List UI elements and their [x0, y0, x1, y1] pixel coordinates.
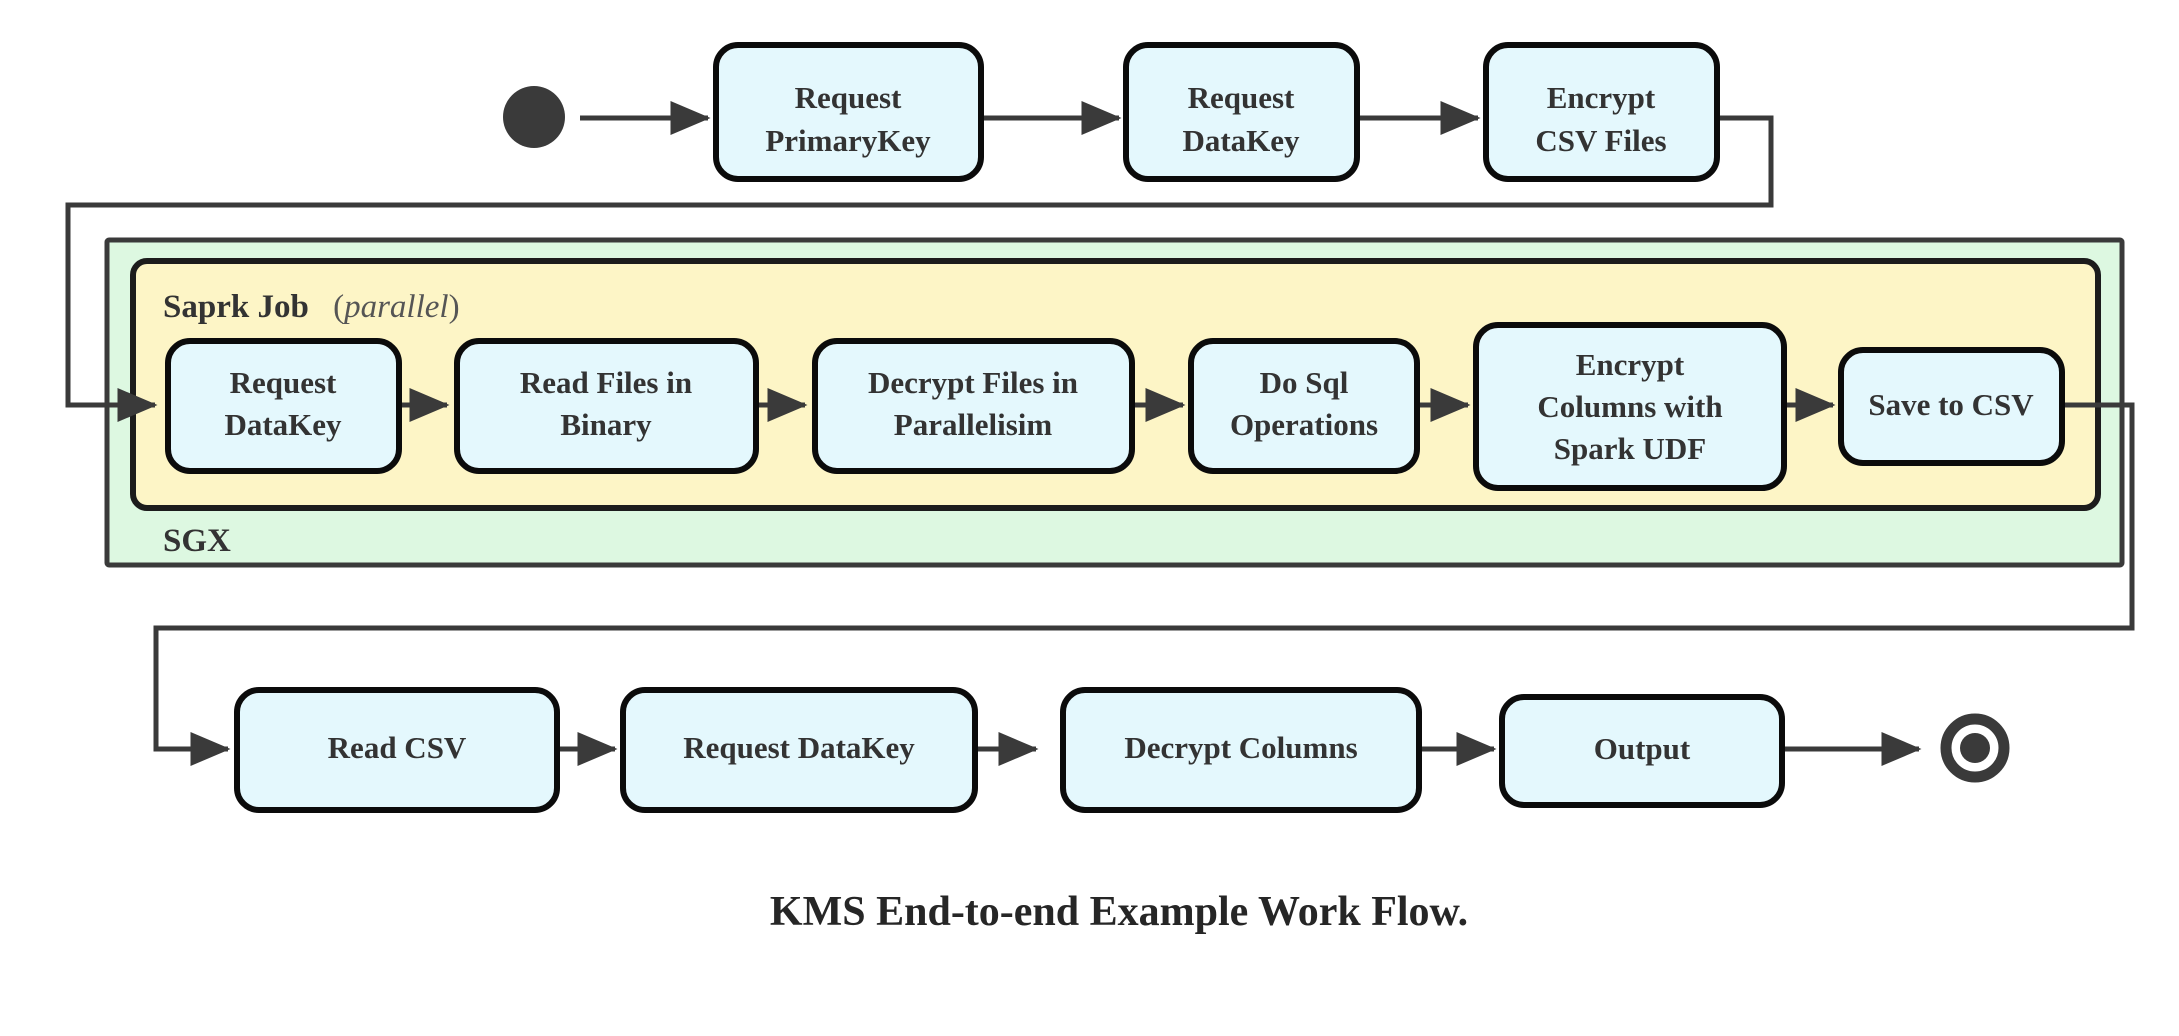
node-request-datakey-top-shape[interactable] — [1123, 42, 1360, 182]
node-save-to-csv-line1: Save to CSV — [1868, 387, 2034, 422]
node-output-shape[interactable] — [1499, 694, 1785, 808]
spark-job-label-paren-close: ) — [449, 289, 460, 325]
node-request-datakey-top[interactable]: Request DataKey — [1123, 42, 1360, 182]
node-decrypt-columns[interactable]: Decrypt Columns — [1060, 687, 1422, 813]
node-encrypt-csv-files-shape[interactable] — [1483, 42, 1720, 182]
node-read-files-in-binary[interactable]: Read Files in Binary — [454, 338, 759, 474]
node-encrypt-csv-files[interactable]: Encrypt CSV Files — [1483, 42, 1720, 182]
node-request-primarykey-line1: Request — [795, 80, 902, 115]
node-request-datakey-spark-shape[interactable] — [165, 338, 402, 474]
node-read-files-in-binary-line1: Read Files in — [520, 365, 692, 400]
end-node-dot-icon — [1960, 733, 1990, 763]
node-decrypt-files-in-parallelisim[interactable]: Decrypt Files in Parallelisim — [812, 338, 1135, 474]
spark-job-label-paren-open: ( — [333, 289, 344, 325]
spark-job-label: Saprk Job (parallel) — [163, 289, 460, 325]
node-encrypt-csv-files-line2: CSV Files — [1535, 123, 1666, 158]
node-request-datakey-bottom[interactable]: Request DataKey — [620, 687, 978, 813]
node-decrypt-files-in-parallelisim-shape[interactable] — [812, 338, 1135, 474]
node-encrypt-columns-with-spark-udf-line1: Encrypt — [1576, 347, 1685, 382]
node-decrypt-columns-line1: Decrypt Columns — [1124, 730, 1357, 765]
node-decrypt-columns-shape[interactable] — [1060, 687, 1422, 813]
node-read-csv[interactable]: Read CSV — [234, 687, 560, 813]
node-save-to-csv-shape[interactable] — [1838, 347, 2065, 466]
node-encrypt-columns-with-spark-udf-line2: Columns with — [1537, 389, 1722, 424]
node-read-csv-shape[interactable] — [234, 687, 560, 813]
node-request-datakey-spark-line2: DataKey — [224, 407, 342, 442]
sgx-label: SGX — [163, 523, 231, 559]
node-do-sql-operations-line1: Do Sql — [1260, 365, 1349, 400]
node-do-sql-operations-shape[interactable] — [1188, 338, 1420, 474]
node-output-line1: Output — [1594, 731, 1691, 766]
node-request-datakey-top-line2: DataKey — [1182, 123, 1300, 158]
node-request-primarykey-line2: PrimaryKey — [765, 123, 931, 158]
node-do-sql-operations-line2: Operations — [1230, 407, 1378, 442]
edge-save-csv-to-read-csv — [153, 402, 2135, 766]
node-encrypt-columns-with-spark-udf[interactable]: Encrypt Columns with Spark UDF — [1473, 322, 1787, 491]
diagram-caption: KMS End-to-end Example Work Flow. — [770, 889, 1468, 935]
node-request-primarykey-shape[interactable] — [713, 42, 984, 182]
node-request-datakey-bottom-line1: Request DataKey — [683, 730, 915, 765]
node-encrypt-columns-with-spark-udf-line3: Spark UDF — [1554, 431, 1706, 466]
node-read-csv-line1: Read CSV — [328, 730, 467, 765]
node-decrypt-files-in-parallelisim-line1: Decrypt Files in — [868, 365, 1078, 400]
start-node-icon — [503, 86, 565, 148]
node-read-files-in-binary-shape[interactable] — [454, 338, 759, 474]
node-do-sql-operations[interactable]: Do Sql Operations — [1188, 338, 1420, 474]
end-node-ring-icon — [1940, 713, 2010, 783]
node-request-primarykey[interactable]: Request PrimaryKey — [713, 42, 984, 182]
node-request-datakey-spark[interactable]: Request DataKey — [165, 338, 402, 474]
node-output[interactable]: Output — [1499, 694, 1785, 808]
node-encrypt-csv-files-line1: Encrypt — [1547, 80, 1656, 115]
node-encrypt-columns-with-spark-udf-shape[interactable] — [1473, 322, 1787, 491]
spark-job-label-bold: Saprk Job — [163, 289, 309, 325]
node-request-datakey-spark-line1: Request — [230, 365, 337, 400]
node-save-to-csv[interactable]: Save to CSV — [1838, 347, 2065, 466]
node-request-datakey-bottom-shape[interactable] — [620, 687, 978, 813]
edge-encrypt-csv-to-spark-datakey — [65, 115, 1774, 422]
spark-job-label-italic: parallel — [342, 289, 449, 325]
node-read-files-in-binary-line2: Binary — [560, 407, 652, 442]
node-decrypt-files-in-parallelisim-line2: Parallelisim — [894, 407, 1053, 442]
node-request-datakey-top-line1: Request — [1188, 80, 1295, 115]
